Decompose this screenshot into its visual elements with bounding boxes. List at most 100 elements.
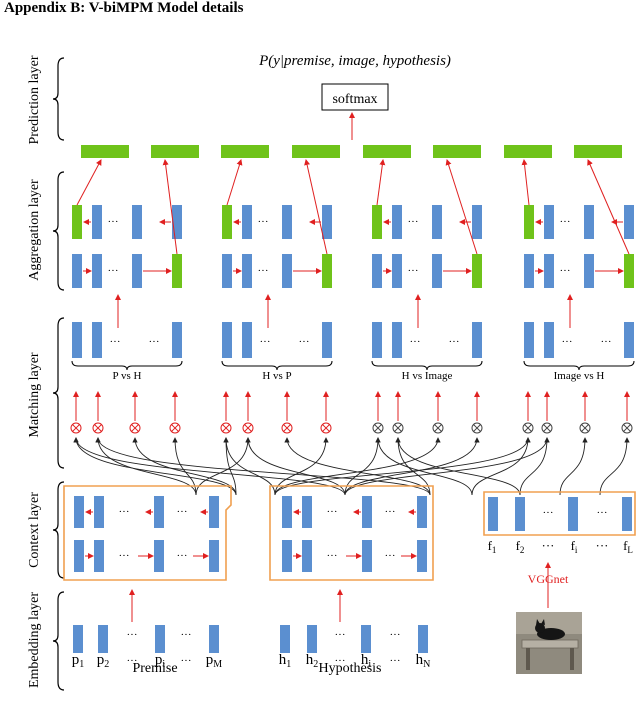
aggregation-vector bbox=[172, 205, 182, 239]
premise-context-vector bbox=[209, 496, 219, 528]
ellipsis: ··· bbox=[258, 216, 269, 228]
aggregation-to-prediction-arrow bbox=[304, 159, 328, 255]
image-feature-vector bbox=[568, 497, 578, 531]
ellipsis: ··· bbox=[327, 550, 338, 562]
aggregation-to-prediction-arrow bbox=[587, 159, 630, 255]
hypothesis-context-vector bbox=[282, 540, 292, 572]
premise-context-vector bbox=[209, 540, 219, 572]
ellipsis: ··· bbox=[127, 629, 138, 641]
ellipsis: ··· bbox=[327, 506, 338, 518]
ellipsis: ··· bbox=[108, 216, 119, 228]
times-stroke bbox=[171, 424, 179, 432]
premise-context-vector bbox=[154, 496, 164, 528]
ellipsis: ··· bbox=[385, 506, 396, 518]
matching-brace bbox=[52, 317, 65, 469]
aggregation-vector bbox=[282, 205, 292, 239]
image-feature-label: fi bbox=[571, 538, 578, 555]
times-stroke bbox=[222, 424, 230, 432]
ellipsis: ··· bbox=[119, 550, 130, 562]
premise-context-vector bbox=[74, 496, 84, 528]
context-to-matching-link bbox=[195, 437, 251, 496]
ellipsis: ··· bbox=[560, 265, 571, 277]
matching-group-label: H vs P bbox=[262, 370, 291, 382]
ellipsis: ··· bbox=[560, 216, 571, 228]
ellipsis: ··· bbox=[258, 265, 269, 277]
context-to-matching-link bbox=[73, 437, 237, 496]
context-to-matching-link bbox=[172, 437, 197, 496]
aggregation-vector bbox=[132, 254, 142, 288]
aggregation-vector bbox=[372, 254, 382, 288]
premise-context-box bbox=[63, 485, 232, 581]
embedding-layer-label: Embedding layer bbox=[27, 592, 42, 688]
premise-token-label: p2 bbox=[97, 652, 110, 670]
aggregation-to-prediction-arrow bbox=[445, 159, 478, 255]
image-feature-label: f1 bbox=[488, 538, 497, 555]
times-stroke bbox=[473, 424, 481, 432]
hypothesis-context-vector bbox=[417, 496, 427, 528]
ellipsis: ··· bbox=[410, 336, 421, 348]
hypothesis-context-vector bbox=[362, 496, 372, 528]
probability-formula: P(y|premise, image, hypothesis) bbox=[258, 53, 451, 69]
premise-embedding-vector bbox=[155, 625, 165, 653]
aggregation-vector bbox=[584, 254, 594, 288]
ellipsis: ··· bbox=[597, 507, 608, 519]
hypothesis-embedding-vector bbox=[280, 625, 290, 653]
aggregation-vector bbox=[392, 205, 402, 239]
aggregation-vector bbox=[172, 254, 182, 288]
aggregation-to-prediction-arrow bbox=[162, 159, 178, 255]
matching-vector bbox=[172, 322, 182, 358]
aggregation-to-prediction-arrow bbox=[521, 159, 530, 206]
prediction-vector-3 bbox=[221, 145, 269, 158]
aggregation-vector bbox=[392, 254, 402, 288]
ellipsis: ··· bbox=[408, 216, 419, 228]
image-feature-vector bbox=[622, 497, 632, 531]
aggregation-vector bbox=[432, 254, 442, 288]
matching-layer-label: Matching layer bbox=[27, 352, 42, 437]
aggregation-vector bbox=[584, 205, 594, 239]
ellipsis: ··· bbox=[601, 336, 612, 348]
prediction-vector-7 bbox=[504, 145, 552, 158]
premise-context-vector bbox=[94, 496, 104, 528]
matching-group-brace bbox=[371, 360, 483, 371]
embedding-brace bbox=[52, 591, 65, 691]
bench-leg bbox=[526, 648, 530, 670]
times-stroke bbox=[623, 424, 631, 432]
prediction-vector-6 bbox=[433, 145, 481, 158]
premise-token-label: pM bbox=[206, 652, 223, 670]
matching-vector bbox=[392, 322, 402, 358]
aggregation-vector bbox=[242, 254, 252, 288]
aggregation-vector bbox=[544, 205, 554, 239]
context-to-matching-link bbox=[95, 437, 197, 496]
times-stroke bbox=[434, 424, 442, 432]
aggregation-vector bbox=[544, 254, 554, 288]
matching-vector bbox=[92, 322, 102, 358]
matching-vector bbox=[624, 322, 634, 358]
image-feature-label: ··· bbox=[596, 538, 609, 553]
ellipsis: ··· bbox=[408, 265, 419, 277]
context-to-matching-link bbox=[344, 437, 381, 496]
context-to-matching-link bbox=[519, 437, 550, 496]
matching-vector bbox=[72, 322, 82, 358]
hypothesis-token-label: hi bbox=[361, 652, 372, 670]
context-layer-label: Context layer bbox=[27, 492, 42, 568]
context-to-matching-link bbox=[223, 437, 237, 496]
context-to-matching-link bbox=[599, 437, 630, 496]
aggregation-vector bbox=[624, 205, 634, 239]
ellipsis: ··· bbox=[110, 336, 121, 348]
page-title: Appendix B: V-biMPM Model details bbox=[4, 0, 244, 16]
premise-embedding-vector bbox=[209, 625, 219, 653]
image-feature-label: ··· bbox=[542, 538, 555, 553]
premise-token-label: pi bbox=[155, 652, 166, 670]
ellipsis: ··· bbox=[127, 655, 138, 667]
bench-leg bbox=[570, 648, 574, 670]
context-to-matching-link bbox=[559, 437, 588, 496]
aggregation-to-prediction-arrow bbox=[226, 159, 243, 206]
aggregation-brace bbox=[52, 171, 65, 291]
times-stroke bbox=[72, 424, 80, 432]
ellipsis: ··· bbox=[390, 655, 401, 667]
premise-embedding-vector bbox=[98, 625, 108, 653]
context-to-matching-link bbox=[395, 437, 521, 496]
ellipsis: ··· bbox=[181, 629, 192, 641]
times-stroke bbox=[322, 424, 330, 432]
matching-group-label: H vs Image bbox=[402, 370, 453, 382]
